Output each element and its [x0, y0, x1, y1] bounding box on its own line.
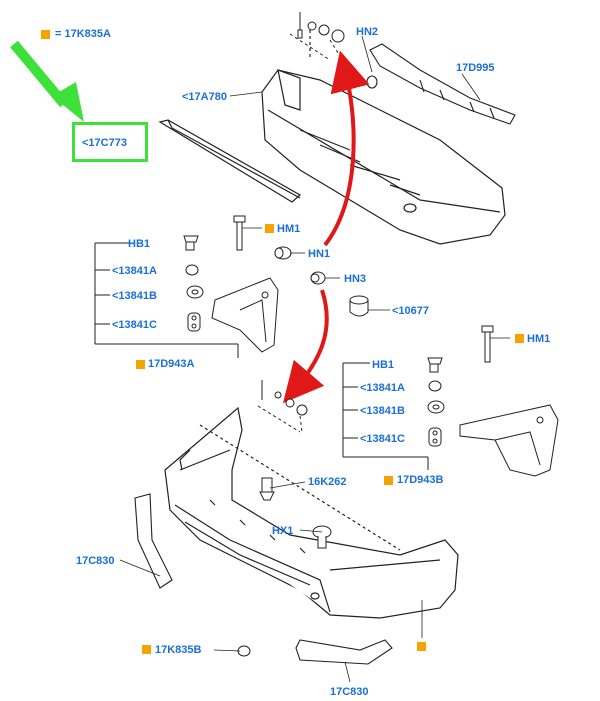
- marker-square-icon: [142, 645, 151, 654]
- label-hb1-right: HB1: [372, 359, 395, 371]
- middle-fastener-group: [257, 380, 308, 433]
- label-17d995: 17D995: [456, 62, 495, 74]
- label-hn3: HN3: [344, 273, 367, 285]
- label-17c830-bottom: 17C830: [330, 686, 369, 698]
- label-13841b-right: <13841B: [360, 405, 405, 417]
- bracket-17d995: [366, 43, 516, 125]
- nut-hn1: [274, 246, 292, 260]
- label-17d943a: 17D943A: [148, 358, 195, 370]
- red-curved-arrow-icon: [323, 50, 370, 247]
- label-hb1-left: HB1: [128, 238, 151, 250]
- strip-17c830-left: [134, 493, 173, 589]
- bolt-hm1-top: [233, 215, 246, 251]
- label-16k262: 16K262: [308, 476, 347, 488]
- marker-square-icon: [384, 476, 393, 485]
- label-hn2: HN2: [356, 26, 379, 38]
- strip-17c830-bottom: [295, 639, 393, 665]
- label-hm1-top: HM1: [277, 223, 301, 235]
- label-17k835b: 17K835B: [155, 644, 202, 656]
- marker-square-icon: [417, 642, 426, 651]
- label-hn1: HN1: [308, 248, 331, 260]
- highlight-box: [72, 122, 148, 162]
- label-13841c-right: <13841C: [360, 433, 405, 445]
- clip-16k262: [259, 477, 275, 501]
- label-10677: <10677: [392, 305, 430, 317]
- label-hm1-right: HM1: [527, 333, 551, 345]
- left-bracket-parts: [183, 235, 279, 353]
- label-17d943b: 17D943B: [397, 474, 444, 486]
- top-fastener-group: [289, 12, 346, 65]
- green-pointer-arrow-icon: [10, 40, 84, 122]
- nut-hn3: [310, 271, 326, 285]
- marker-square-icon: [515, 334, 524, 343]
- label-13841a-right: <13841A: [360, 382, 405, 394]
- strip-17c773: [158, 119, 302, 203]
- label-13841a-left: <13841A: [112, 265, 157, 277]
- label-13841c-left: <13841C: [112, 319, 157, 331]
- bump-stop-10677: [349, 295, 369, 317]
- marker-square-icon: [41, 30, 50, 39]
- bumper-cover: [164, 406, 459, 619]
- marker-square-icon: [265, 224, 274, 233]
- right-bracket-callout: [342, 362, 429, 470]
- legend-label: = 17K835A: [55, 28, 111, 40]
- left-bracket-callout: [94, 242, 239, 358]
- right-bracket-parts: [427, 325, 559, 477]
- bumper-reinforcement-17a780: [261, 24, 506, 245]
- label-17a780: <17A780: [182, 91, 227, 103]
- leader-lines: [119, 35, 510, 683]
- label-13841b-left: <13841B: [112, 290, 157, 302]
- screw-hx1: [312, 525, 332, 549]
- label-hx1: HX1: [272, 525, 294, 537]
- red-curved-arrow-icon: [282, 289, 329, 404]
- label-17c773: <17C773: [82, 137, 127, 149]
- marker-square-icon: [136, 360, 145, 369]
- label-17c830-left: 17C830: [76, 555, 115, 567]
